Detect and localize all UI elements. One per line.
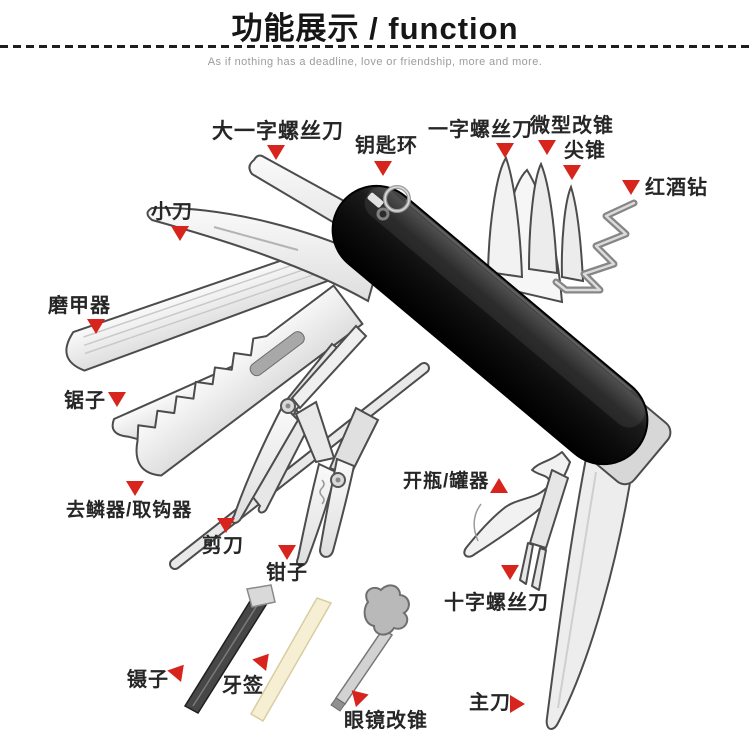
marker-pliers-icon <box>278 545 296 560</box>
label-big-flathead: 大一字螺丝刀 <box>212 120 344 143</box>
marker-saw-icon <box>108 392 126 407</box>
scissors-tool <box>231 324 368 524</box>
small-knife-blade <box>146 206 381 303</box>
label-saw: 锯子 <box>64 390 106 412</box>
marker-keyring-icon <box>374 161 392 176</box>
marker-main-blade-icon <box>510 695 525 713</box>
toothpick-item <box>249 597 333 723</box>
connecting-rod-tool <box>169 362 430 570</box>
marker-micro-driver-icon <box>538 140 556 155</box>
label-corkscrew: 红酒钻 <box>645 177 708 199</box>
page-subtitle: As if nothing has a deadline, love or fr… <box>207 56 543 68</box>
label-scissors: 剪刀 <box>202 535 244 557</box>
marker-awl-icon <box>563 165 581 180</box>
main-blade <box>545 446 635 730</box>
key-ring <box>376 185 411 221</box>
awl-blade <box>560 184 585 283</box>
dashed-divider <box>0 45 750 48</box>
pliers-tool <box>294 400 380 567</box>
label-scaler-hook: 去鳞器/取钩器 <box>66 500 193 521</box>
marker-flathead-icon <box>496 143 514 158</box>
marker-scaler-hook-icon <box>126 481 144 496</box>
label-toothpick: 牙签 <box>222 675 264 697</box>
label-tweezers: 镊子 <box>127 669 169 691</box>
tweezers-item <box>183 584 276 714</box>
corkscrew-spiral <box>552 199 638 294</box>
label-glasses-driver: 眼镜改锥 <box>344 710 428 732</box>
label-phillips: 十字螺丝刀 <box>444 592 549 614</box>
label-keyring: 钥匙环 <box>355 135 418 157</box>
label-main-blade: 主刀 <box>469 692 511 714</box>
marker-phillips-icon <box>501 565 519 580</box>
marker-big-flathead-icon <box>267 145 285 160</box>
glasses-driver-item <box>330 584 410 712</box>
label-flathead: 一字螺丝刀 <box>428 119 533 141</box>
can-opener-tool <box>463 451 571 558</box>
upper-blade-fan <box>486 155 585 304</box>
marker-corkscrew-icon <box>622 180 640 195</box>
marker-opener-icon <box>490 478 508 493</box>
label-awl: 尖锥 <box>564 140 606 162</box>
marker-small-knife-icon <box>171 226 189 241</box>
label-micro-driver: 微型改锥 <box>530 115 614 137</box>
label-opener: 开瓶/罐器 <box>403 471 490 492</box>
handle <box>331 184 672 486</box>
label-pliers: 钳子 <box>266 562 308 584</box>
micro-driver-blade <box>527 161 559 275</box>
marker-scissors-icon <box>217 518 235 533</box>
page-title: 功能展示 / function <box>231 11 519 46</box>
fish-scaler-tool <box>135 284 364 477</box>
flathead-blade <box>486 155 524 279</box>
phillips-driver-tool <box>519 469 569 591</box>
marker-nail-file-icon <box>87 319 105 334</box>
label-small-knife: 小刀 <box>151 201 193 223</box>
nail-file-tool <box>65 240 348 372</box>
label-nail-file: 磨甲器 <box>48 295 111 317</box>
